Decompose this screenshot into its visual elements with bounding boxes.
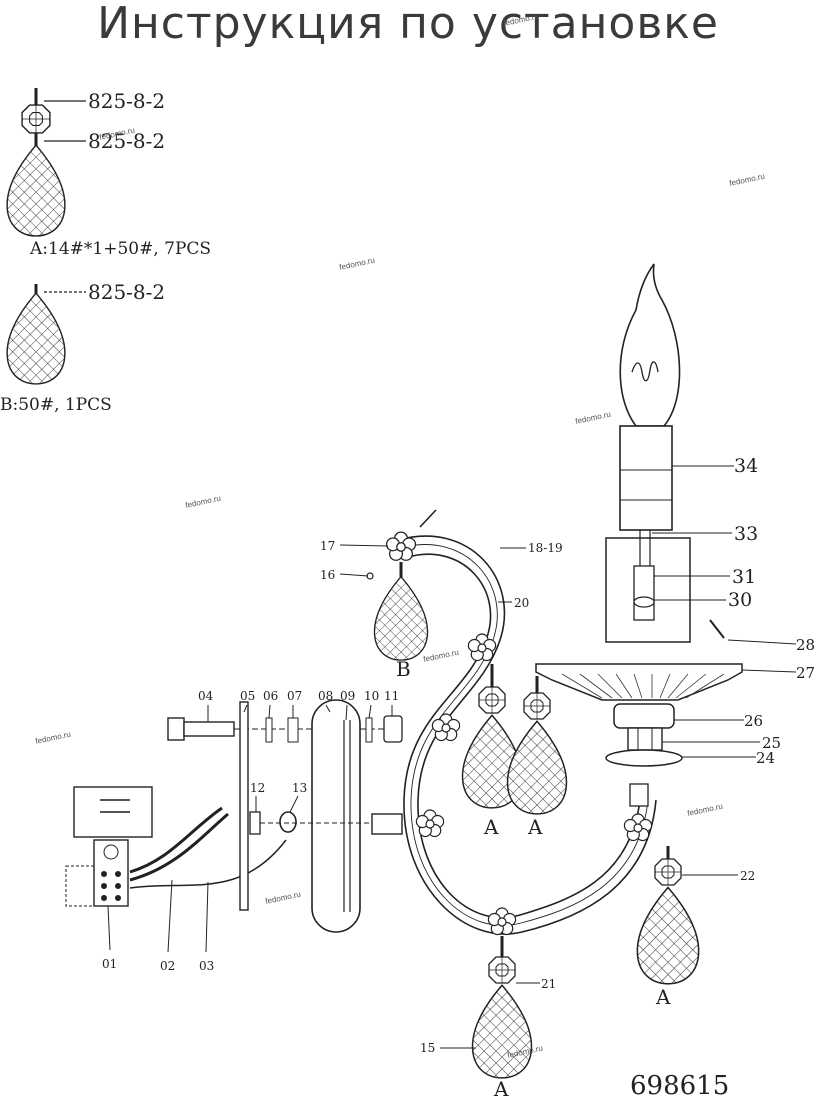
ring-24 bbox=[605, 749, 683, 767]
rosette-bottom bbox=[487, 907, 517, 936]
label-31: 31 bbox=[732, 566, 756, 588]
ground-screw-13 bbox=[279, 811, 297, 833]
teardrop-crystal-icon bbox=[6, 292, 66, 385]
svg-text:fedomo.ru: fedomo.ru bbox=[185, 494, 222, 510]
nut-25 bbox=[627, 727, 663, 751]
candle-bulb bbox=[619, 263, 681, 427]
octagon-bead-icon bbox=[21, 104, 51, 134]
crystal-a-center bbox=[506, 676, 568, 815]
legend-crystal-b bbox=[6, 284, 86, 385]
legend-spec-a: A:14#*1+50#, 7PCS bbox=[29, 239, 211, 259]
crystal-label-a-center: A bbox=[527, 815, 543, 839]
label-11: 11 bbox=[384, 689, 399, 703]
cup-26 bbox=[613, 703, 675, 729]
svg-text:fedomo.ru: fedomo.ru bbox=[35, 730, 72, 746]
crystal-label-a-left: A bbox=[483, 815, 499, 839]
crystal-b-on-arm bbox=[366, 562, 429, 661]
candle-socket-34 bbox=[619, 425, 673, 531]
rosette-17 bbox=[385, 531, 417, 561]
label-20: 20 bbox=[514, 596, 529, 610]
label-16: 16 bbox=[320, 568, 335, 582]
leader-lines bbox=[107, 465, 797, 1049]
socket-holder bbox=[605, 530, 691, 643]
svg-text:fedomo.ru: fedomo.ru bbox=[729, 172, 766, 188]
svg-text:fedomo.ru: fedomo.ru bbox=[575, 410, 612, 426]
label-01: 01 bbox=[102, 957, 117, 971]
label-24: 24 bbox=[756, 749, 775, 767]
model-number: 698615 bbox=[630, 1071, 729, 1100]
teardrop-crystal-icon bbox=[6, 144, 66, 237]
label-08: 08 bbox=[318, 689, 333, 703]
bolt-28 bbox=[709, 619, 725, 639]
legend-code-top: 825-8-2 bbox=[88, 89, 165, 113]
crystal-label-a-bottom: A bbox=[493, 1077, 509, 1100]
label-28: 28 bbox=[796, 636, 815, 654]
label-15: 15 bbox=[420, 1041, 435, 1055]
label-09: 09 bbox=[340, 689, 355, 703]
legend-crystal-a bbox=[6, 88, 86, 237]
page-title: Инструкция по установке bbox=[97, 0, 719, 49]
washer-10 bbox=[365, 717, 373, 743]
legend-code-mid: 825-8-2 bbox=[88, 280, 165, 304]
label-30: 30 bbox=[728, 589, 752, 611]
crystal-a-bottom bbox=[471, 936, 533, 1079]
mounting-bolt bbox=[167, 717, 400, 741]
legend-spec-b: B:50#, 1PCS bbox=[0, 395, 112, 415]
curved-arm bbox=[397, 509, 657, 935]
label-07: 07 bbox=[287, 689, 302, 703]
wires bbox=[129, 806, 287, 889]
rosette-upper bbox=[467, 633, 497, 662]
svg-text:fedomo.ru: fedomo.ru bbox=[423, 648, 460, 664]
label-05: 05 bbox=[240, 689, 255, 703]
label-03: 03 bbox=[199, 959, 214, 973]
label-21: 21 bbox=[541, 977, 556, 991]
mounting-bracket bbox=[239, 701, 249, 911]
rosette-lower bbox=[415, 809, 445, 838]
label-13: 13 bbox=[292, 781, 307, 795]
arm-connector bbox=[371, 813, 403, 835]
label-33: 33 bbox=[734, 523, 758, 545]
crystal-a-right bbox=[636, 846, 700, 985]
label-18-19: 18-19 bbox=[528, 541, 563, 555]
nipple-12 bbox=[249, 811, 261, 835]
label-04: 04 bbox=[198, 689, 214, 703]
label-27: 27 bbox=[796, 664, 815, 682]
label-34: 34 bbox=[734, 455, 758, 477]
rosette-mid bbox=[431, 713, 461, 742]
svg-text:fedomo.ru: fedomo.ru bbox=[687, 802, 724, 818]
crystal-label-a-right: A bbox=[655, 985, 671, 1009]
label-26: 26 bbox=[744, 712, 763, 730]
rosette-right bbox=[623, 813, 653, 842]
legend-code-second: 825-8-2 bbox=[88, 129, 165, 153]
wall-plate bbox=[65, 786, 153, 907]
cap-nut-11 bbox=[383, 715, 403, 743]
label-02: 02 bbox=[160, 959, 175, 973]
svg-text:fedomo.ru: fedomo.ru bbox=[265, 890, 302, 906]
svg-text:fedomo.ru: fedomo.ru bbox=[339, 256, 376, 272]
label-10: 10 bbox=[364, 689, 379, 703]
label-22: 22 bbox=[740, 869, 755, 883]
label-17: 17 bbox=[320, 539, 335, 553]
svg-text:fedomo.ru: fedomo.ru bbox=[503, 12, 540, 28]
backplate-08 bbox=[311, 699, 361, 933]
crystal-a-left bbox=[461, 664, 523, 809]
label-12: 12 bbox=[250, 781, 265, 795]
washer-06 bbox=[265, 717, 273, 743]
label-25: 25 bbox=[762, 734, 781, 752]
drip-pan-27 bbox=[535, 663, 743, 701]
crystal-label-b: B bbox=[396, 657, 411, 681]
label-06: 06 bbox=[263, 689, 278, 703]
nut-07 bbox=[287, 717, 299, 743]
